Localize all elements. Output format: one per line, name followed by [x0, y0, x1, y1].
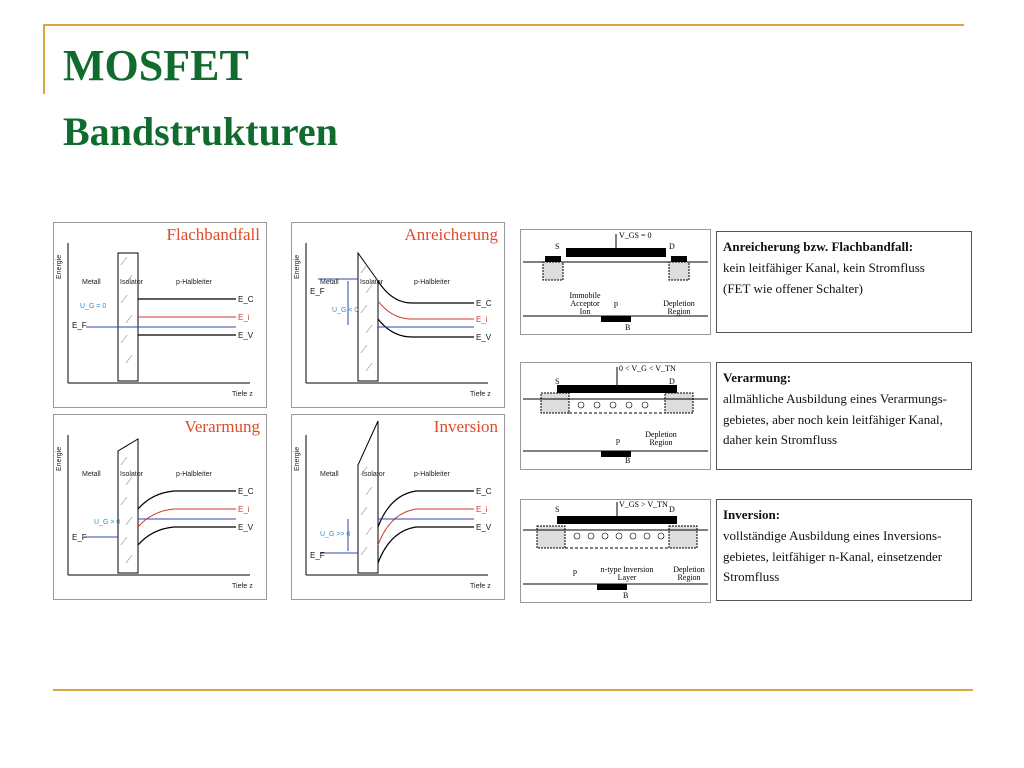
- ei-label: E_i: [476, 505, 488, 514]
- ef-label: E_F: [72, 533, 87, 542]
- device-panel-flatband: V_GS = 0 S D p B Immobile Acceptor Ion D…: [520, 229, 711, 335]
- text-box-line: gebietes, aber noch kein leitfähiger Kan…: [723, 411, 943, 427]
- isolator-label: Isolator: [360, 279, 383, 286]
- metal-label: Metall: [320, 279, 339, 286]
- isolator-label: Isolator: [120, 279, 143, 286]
- semiconductor-label: p-Halbleiter: [414, 471, 450, 478]
- ev-label: E_V: [238, 523, 254, 532]
- band-title: Inversion: [433, 417, 498, 436]
- text-box-heading: Anreicherung bzw. Flachbandfall:: [723, 239, 914, 254]
- text-box-line: gebietes, leitfähiger n-Kanal, einsetzen…: [723, 548, 943, 564]
- metal-label: Metall: [82, 279, 101, 286]
- semiconductor-label: p-Halbleiter: [176, 279, 212, 286]
- ev-label: E_V: [238, 331, 254, 340]
- band-diagram-verarmung: [67, 435, 250, 576]
- drain-label: D: [669, 505, 675, 514]
- acceptor-ion-label: Immobile Acceptor Ion: [569, 291, 601, 316]
- ei-label: E_i: [238, 505, 250, 514]
- slide-subtitle: Bandstrukturen: [63, 109, 338, 154]
- ei-label: E_i: [476, 315, 488, 324]
- bulk-label: B: [625, 323, 631, 332]
- ev-label: E_V: [476, 523, 492, 532]
- band-title: Verarmung: [184, 417, 260, 436]
- y-axis-label: Energie: [294, 446, 301, 471]
- gate-voltage-label: U_G = 0: [80, 303, 107, 310]
- drain-label: D: [669, 377, 675, 386]
- band-panel-verarmung: Verarmung Energie Tiefe z Metall Isolato…: [53, 414, 267, 600]
- isolator-label: Isolator: [362, 471, 385, 478]
- x-axis-label: Tiefe z: [470, 391, 491, 398]
- source-label: S: [555, 377, 560, 386]
- semiconductor-label: p-Halbleiter: [414, 279, 450, 286]
- band-title: Anreicherung: [404, 225, 498, 244]
- side-rule: [43, 24, 45, 94]
- band-diagram-anreicherung: [305, 243, 488, 384]
- isolator-label: Isolator: [120, 471, 143, 478]
- source-label: S: [555, 242, 560, 251]
- source-label: S: [555, 505, 560, 514]
- mosfet-cross-section-depletion: [523, 367, 708, 457]
- ef-label: E_F: [310, 287, 325, 296]
- gate-voltage-label: U_G < 0: [332, 307, 359, 314]
- ec-label: E_C: [238, 487, 254, 496]
- band-panel-anreicherung: Anreicherung Energie Tiefe z Metall Isol…: [291, 222, 505, 408]
- ei-label: E_i: [238, 313, 250, 322]
- substrate-label: p: [616, 436, 620, 445]
- text-box-line: allmähliche Ausbildung eines Verarmungs-: [723, 390, 947, 406]
- metal-label: Metall: [320, 471, 339, 478]
- band-panel-inversion: Inversion Energie Tiefe z Metall Isolato…: [291, 414, 505, 600]
- semiconductor-label: p-Halbleiter: [176, 471, 212, 478]
- substrate-label: p: [573, 567, 577, 576]
- ec-label: E_C: [238, 295, 254, 304]
- text-box-inversion: Inversion: vollständige Ausbildung eines…: [716, 499, 972, 601]
- metal-label: Metall: [82, 471, 101, 478]
- ec-label: E_C: [476, 299, 492, 308]
- ec-label: E_C: [476, 487, 492, 496]
- depletion-region-label: Depletion Region: [673, 565, 705, 582]
- depletion-region-label: Depletion Region: [663, 299, 695, 316]
- gate-voltage-label: 0 < V_G < V_TN: [619, 364, 676, 373]
- ev-label: E_V: [476, 333, 492, 342]
- inversion-layer-label: n-type Inversion Layer: [600, 565, 654, 582]
- x-axis-label: Tiefe z: [470, 583, 491, 590]
- bulk-label: B: [625, 456, 631, 465]
- device-panel-inversion: V_GS > V_TN S D p B n-type Inversion Lay…: [520, 499, 711, 603]
- band-panel-flachbandfall: Flachbandfall Energie Tiefe z Metall Iso…: [53, 222, 267, 408]
- ef-label: E_F: [72, 321, 87, 330]
- band-diagram-flachbandfall: [67, 243, 250, 384]
- gate-voltage-label: V_GS = 0: [619, 231, 652, 240]
- depletion-region-label: Depletion Region: [645, 430, 677, 447]
- band-diagram-inversion: [305, 420, 488, 576]
- text-box-line: daher kein Stromfluss: [723, 432, 838, 448]
- substrate-label: p: [614, 299, 618, 308]
- gate-voltage-label: V_GS > V_TN: [619, 500, 668, 509]
- x-axis-label: Tiefe z: [232, 391, 253, 398]
- slide-title: MOSFET: [63, 41, 249, 90]
- mosfet-cross-section-flatband: [523, 234, 708, 322]
- text-box-line: kein leitfähiger Kanal, kein Stromfluss: [723, 259, 925, 275]
- y-axis-label: Energie: [294, 254, 301, 279]
- drain-label: D: [669, 242, 675, 251]
- text-box-line: Stromfluss: [723, 569, 780, 585]
- top-rule: [43, 24, 964, 26]
- ef-label: E_F: [310, 551, 325, 560]
- x-axis-label: Tiefe z: [232, 583, 253, 590]
- y-axis-label: Energie: [56, 446, 63, 471]
- device-panel-depletion: 0 < V_G < V_TN S D p B Depletion Region: [520, 362, 711, 470]
- band-title: Flachbandfall: [166, 225, 260, 244]
- text-box-heading: Verarmung:: [723, 370, 792, 385]
- text-box-heading: Inversion:: [723, 507, 781, 522]
- bottom-rule: [53, 689, 973, 691]
- text-box-line: vollständige Ausbildung eines Inversions…: [723, 527, 942, 543]
- text-box-flatband: Anreicherung bzw. Flachbandfall: kein le…: [716, 231, 972, 333]
- bulk-label: B: [623, 591, 629, 600]
- text-box-depletion: Verarmung: allmähliche Ausbildung eines …: [716, 362, 972, 470]
- text-box-line: (FET wie offener Schalter): [723, 280, 863, 296]
- mosfet-cross-section-inversion: [523, 502, 708, 590]
- y-axis-label: Energie: [56, 254, 63, 279]
- gate-voltage-label: U_G >> 0: [320, 531, 351, 538]
- gate-voltage-label: U_G > 0: [94, 519, 121, 526]
